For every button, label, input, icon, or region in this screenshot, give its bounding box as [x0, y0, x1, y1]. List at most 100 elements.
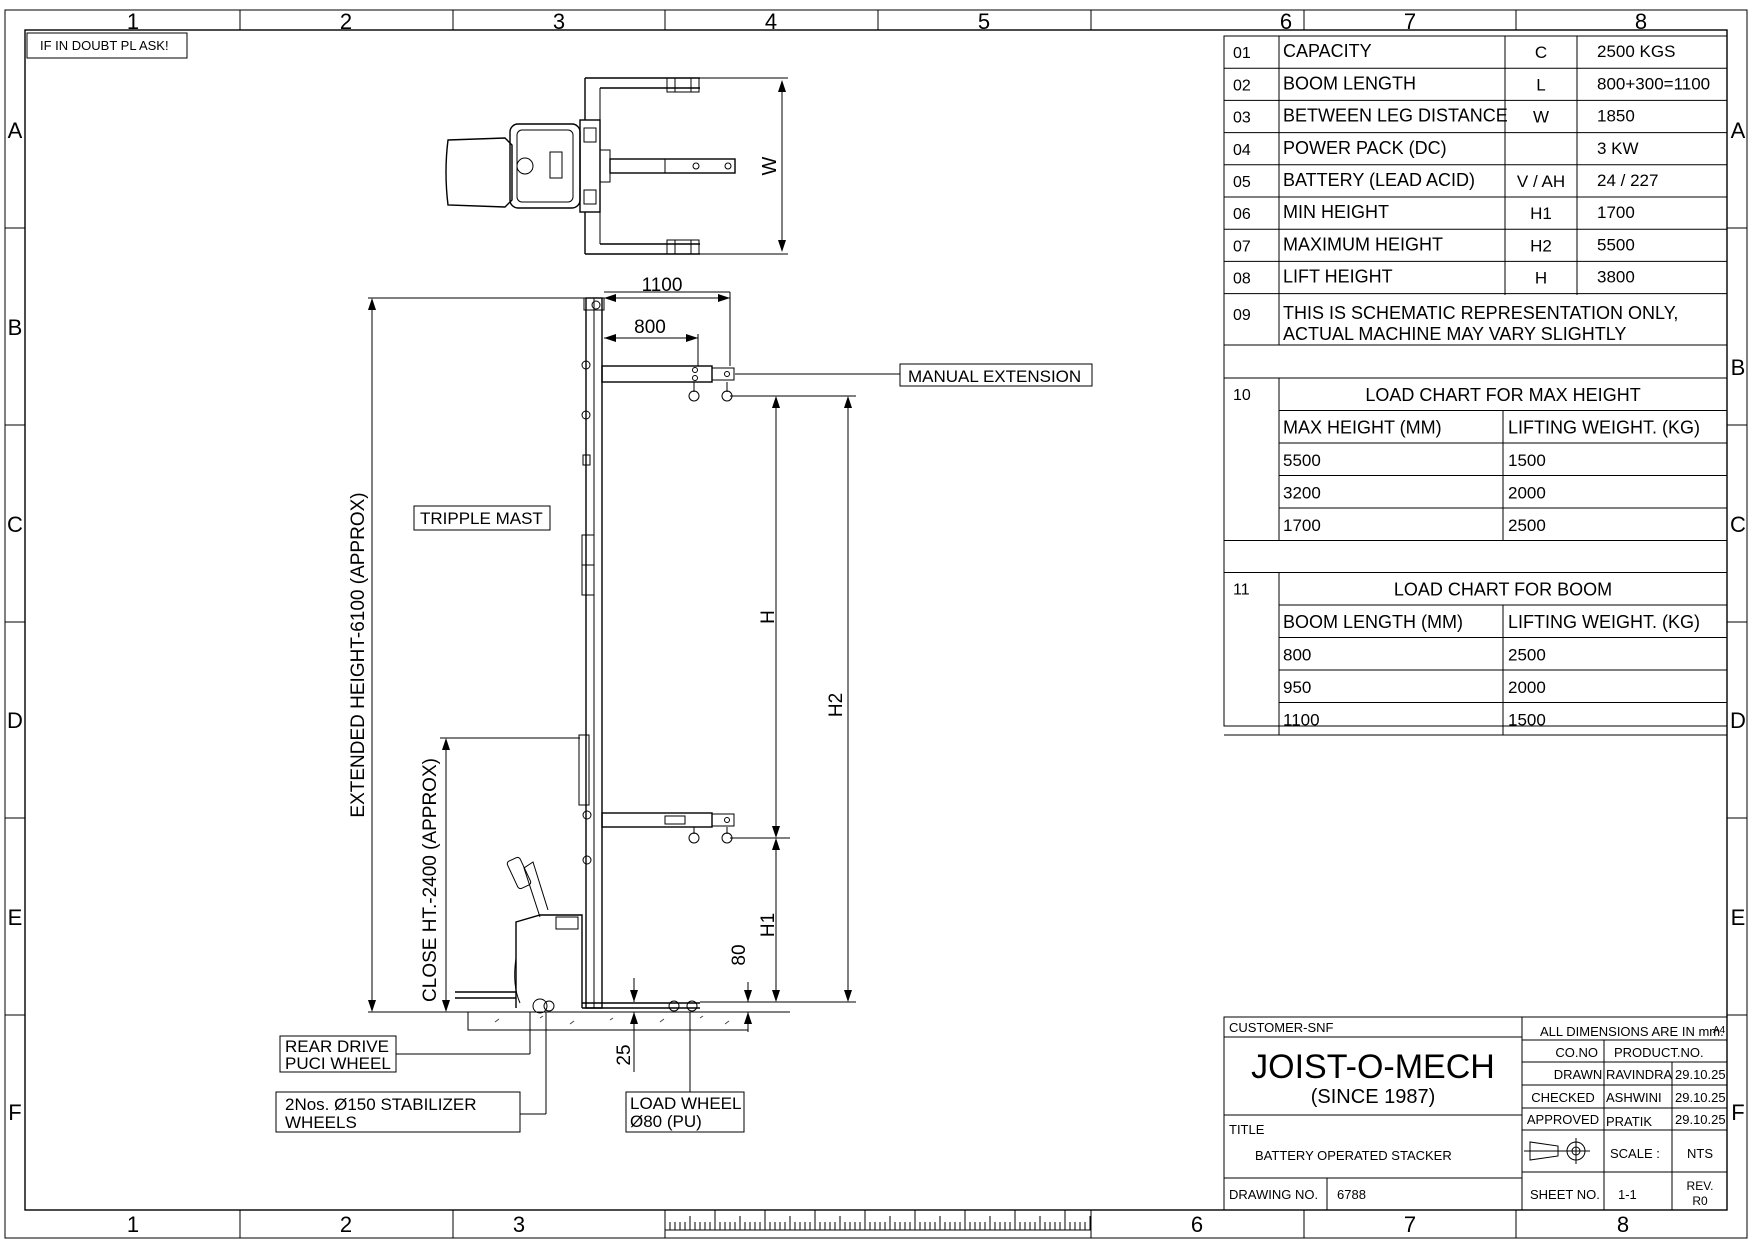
grid-col-bottom: 3: [513, 1212, 525, 1237]
chart-cell: 3200: [1283, 484, 1321, 503]
grid-col-top: 7: [1404, 9, 1416, 34]
spec-name: BOOM LENGTH: [1283, 73, 1416, 93]
grid-col-top: 6: [1280, 9, 1292, 34]
checked-label: CHECKED: [1531, 1090, 1595, 1105]
grid-col-bottom: 8: [1617, 1212, 1629, 1237]
spec-value: 5500: [1597, 235, 1635, 254]
chart-cell: 800: [1283, 646, 1311, 665]
dim-h: H: [758, 610, 779, 624]
chart-cell: 1700: [1283, 516, 1321, 535]
side-view: 1100 800 MANUAL EXTENSION TRIPPLE MAST E…: [275, 275, 1093, 1133]
grid-row-right: B: [1731, 355, 1746, 380]
chart-no: 10: [1233, 387, 1251, 404]
grid-row-left: E: [8, 905, 23, 930]
dim-h2: H2: [826, 693, 847, 717]
chart-cell: 2000: [1508, 678, 1546, 697]
title-block: CUSTOMER-SNF JOIST-O-MECH (SINCE 1987) A…: [1223, 1016, 1728, 1211]
spec-no: 03: [1233, 110, 1251, 127]
spec-name: LIFT HEIGHT: [1283, 267, 1393, 287]
approved-date: 29.10.25: [1675, 1112, 1726, 1127]
chart-cell: 1500: [1508, 451, 1546, 470]
chart-col-header: MAX HEIGHT (MM): [1283, 418, 1442, 438]
body-outline: [509, 123, 581, 209]
drawn-by: RAVINDRA: [1606, 1067, 1673, 1082]
checked-date: 29.10.25: [1675, 1090, 1726, 1105]
spec-name: BETWEEN LEG DISTANCE: [1283, 106, 1508, 126]
grid-row-right: C: [1730, 512, 1746, 537]
spec-value: 1850: [1597, 107, 1635, 126]
scale-label: SCALE :: [1610, 1146, 1660, 1161]
dim-h1: H1: [758, 913, 779, 937]
label-stabilizer-1: 2Nos. Ø150 STABILIZER: [285, 1095, 476, 1114]
note-09-line2: ACTUAL MACHINE MAY VARY SLIGHTLY: [1283, 324, 1626, 344]
label-manual-extension: MANUAL EXTENSION: [908, 367, 1081, 386]
spec-name: BATTERY (LEAD ACID): [1283, 170, 1475, 190]
checked-by: ASHWINI: [1606, 1090, 1662, 1105]
dim-1100: 1100: [642, 275, 683, 296]
grid-row-left: B: [8, 315, 23, 340]
label-tripple-mast: TRIPPLE MAST: [420, 509, 543, 528]
label-rear-drive-1: REAR DRIVE: [285, 1037, 389, 1056]
grid-row-right: F: [1731, 1100, 1744, 1125]
company-name: JOIST-O-MECH: [1251, 1048, 1495, 1086]
approved-label: APPROVED: [1527, 1112, 1599, 1127]
scale-value: NTS: [1687, 1146, 1713, 1161]
customer-label: CUSTOMER-SNF: [1229, 1020, 1334, 1035]
dim-25: 25: [614, 1044, 635, 1065]
grid-row-right: A: [1731, 118, 1746, 143]
product-no-label: PRODUCT.NO.: [1614, 1045, 1704, 1060]
grid-col-top: 5: [978, 9, 990, 34]
all-dims-note: ALL DIMENSIONS ARE IN mm.: [1540, 1024, 1724, 1039]
rev-label: REV.: [1687, 1179, 1714, 1193]
grid-row-left: A: [8, 118, 23, 143]
label-rear-drive-2: PUCI WHEEL: [285, 1054, 391, 1073]
grid-col-top: 2: [340, 9, 352, 34]
dim-extended-height: EXTENDED HEIGHT-6100 (APPROX): [348, 492, 369, 817]
spec-symbol: W: [1533, 108, 1549, 127]
chart-cell: 950: [1283, 678, 1311, 697]
chart-col-header: BOOM LENGTH (MM): [1283, 612, 1463, 632]
grid-row-left: F: [8, 1100, 21, 1125]
label-stabilizer-2: WHEELS: [285, 1113, 357, 1132]
drawn-label: DRAWN: [1554, 1067, 1603, 1082]
sheet-no: 1-1: [1618, 1187, 1637, 1202]
approved-by: PRATIK: [1606, 1114, 1652, 1129]
floor-slab: [467, 1011, 749, 1031]
drawn-date: 29.10.25: [1675, 1067, 1726, 1082]
chart-cell: 1500: [1508, 711, 1546, 730]
chart-cell: 2500: [1508, 646, 1546, 665]
chart-col-header: LIFTING WEIGHT. (KG): [1508, 418, 1700, 438]
chart-col-header: LIFTING WEIGHT. (KG): [1508, 612, 1700, 632]
label-load-wheel-2: Ø80 (PU): [630, 1112, 702, 1131]
chart-title: LOAD CHART FOR BOOM: [1394, 580, 1612, 600]
drawing-no: 6788: [1337, 1187, 1366, 1202]
sheet-no-label: SHEET NO.: [1530, 1187, 1600, 1202]
spec-value: 24 / 227: [1597, 171, 1658, 190]
spec-value: 800+300=1100: [1597, 74, 1710, 93]
projection-symbol-icon: [1524, 1138, 1590, 1164]
note-09-line1: THIS IS SCHEMATIC REPRESENTATION ONLY,: [1283, 303, 1678, 323]
spec-symbol: H2: [1530, 236, 1552, 255]
grid-row-left: C: [7, 512, 23, 537]
dim-close-height: CLOSE HT.-2400 (APPROX): [420, 758, 441, 1002]
spec-name: MAXIMUM HEIGHT: [1283, 234, 1443, 254]
grid-row-left: D: [7, 708, 23, 733]
spec-no: 06: [1233, 206, 1251, 223]
grid-col-top: 1: [127, 9, 139, 34]
rev-value: R0: [1692, 1194, 1708, 1208]
spec-name: POWER PACK (DC): [1283, 138, 1447, 158]
spec-value: 2500 KGS: [1597, 42, 1675, 61]
spec-symbol: C: [1535, 43, 1547, 62]
grid-col-bottom: 6: [1191, 1212, 1203, 1237]
grid-col-top: 8: [1635, 9, 1647, 34]
paper-size: A4: [1713, 1025, 1726, 1036]
grid-labels: 1 2 3 4 5 6 7 8 1 2 3 6 7 8 A B C D E F …: [7, 9, 1746, 1237]
grid-col-bottom: 2: [340, 1212, 352, 1237]
top-view: W: [445, 77, 788, 255]
doubt-note-text: IF IN DOUBT PL ASK!: [40, 38, 169, 53]
co-no-label: CO.NO: [1555, 1045, 1598, 1060]
dim-80: 80: [729, 944, 750, 965]
chart-cell: 2500: [1508, 516, 1546, 535]
